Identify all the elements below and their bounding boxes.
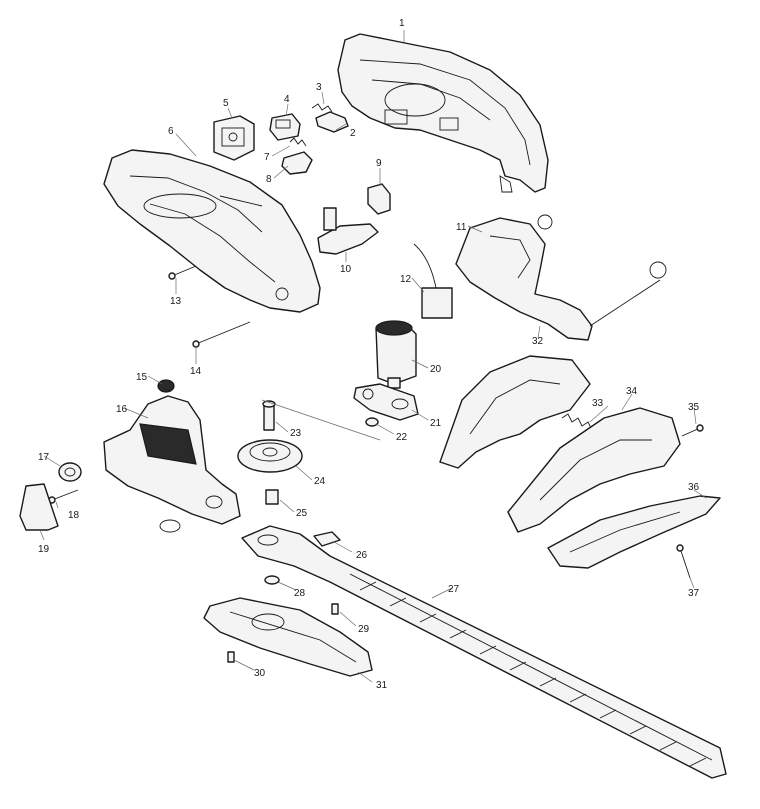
callout-10: 10 — [340, 264, 352, 275]
part-37-screw — [676, 544, 691, 579]
callout-labels: 1 2 3 4 5 6 7 8 9 10 11 12 13 14 15 16 1… — [38, 18, 700, 691]
callout-37: 37 — [688, 588, 700, 599]
callout-15: 15 — [136, 372, 148, 383]
part-33-spring — [561, 413, 593, 431]
callout-29: 29 — [358, 624, 370, 635]
part-7-spring — [289, 137, 307, 147]
part-18-screw — [48, 489, 79, 504]
part-20-motor — [375, 320, 417, 389]
callout-27: 27 — [448, 584, 460, 595]
part-32-side-cover — [589, 279, 661, 327]
part-31-bottom-cover — [203, 597, 373, 677]
part-13-screw — [168, 265, 197, 280]
callout-11: 11 — [456, 222, 467, 233]
callout-26: 26 — [356, 550, 368, 561]
callout-4: 4 — [284, 94, 290, 105]
callout-12: 12 — [400, 274, 412, 285]
callout-8: 8 — [266, 174, 272, 185]
callout-18: 18 — [68, 510, 80, 521]
part-21-motor-bracket — [353, 383, 419, 421]
part-19-cover-plate — [19, 483, 59, 531]
part-14-long-screw — [192, 321, 251, 348]
part-2-switch-rod — [315, 111, 349, 133]
callout-30: 30 — [254, 668, 266, 679]
callout-28: 28 — [294, 588, 306, 599]
callout-13: 13 — [170, 296, 182, 307]
part-3-spring — [311, 103, 333, 113]
callout-25: 25 — [296, 508, 308, 519]
part-27-blade — [241, 525, 727, 779]
callout-14: 14 — [190, 366, 202, 377]
part-23-shaft — [262, 400, 276, 431]
callout-31: 31 — [376, 680, 388, 691]
callout-1: 1 — [399, 18, 405, 29]
part-9-switch — [367, 183, 391, 215]
callout-5: 5 — [223, 98, 229, 109]
part-22-washer — [365, 417, 379, 427]
callout-32: 32 — [532, 336, 544, 347]
part-25-bushing — [265, 489, 279, 505]
callout-2: 2 — [350, 128, 356, 139]
part-8-lock-button — [281, 151, 313, 175]
part-29-screw — [331, 603, 339, 615]
part-12-brush-holder — [413, 243, 453, 319]
part-17-knob — [58, 462, 82, 482]
callout-3: 3 — [316, 82, 322, 93]
part-5-controller — [213, 115, 255, 161]
leader-lines — [39, 30, 707, 683]
part-4-switch — [269, 113, 301, 141]
part-6-left-housing — [103, 149, 321, 313]
callout-24: 24 — [314, 476, 326, 487]
part-24-gear — [237, 439, 303, 473]
callout-20: 20 — [430, 364, 442, 375]
callout-36: 36 — [688, 482, 700, 493]
callout-7: 7 — [264, 152, 270, 163]
callout-35: 35 — [688, 402, 700, 413]
callout-21: 21 — [430, 418, 442, 429]
part-26-block — [313, 531, 341, 547]
part-10-lever — [317, 207, 379, 255]
callout-9: 9 — [376, 158, 382, 169]
part-28-washer — [264, 575, 280, 585]
callout-22: 22 — [396, 432, 408, 443]
part-16-gear-case — [103, 395, 241, 533]
callout-23: 23 — [290, 428, 302, 439]
part-1-upper-housing — [337, 33, 549, 193]
callout-34: 34 — [626, 386, 638, 397]
part-35-screw — [681, 424, 704, 437]
part-15-cap — [157, 379, 175, 393]
part-36-handle-cover — [547, 495, 721, 569]
callout-33: 33 — [592, 398, 604, 409]
callout-16: 16 — [116, 404, 128, 415]
callout-19: 19 — [38, 544, 50, 555]
part-30-screw — [227, 651, 235, 663]
part-11-gear-housing — [455, 214, 667, 341]
callout-17: 17 — [38, 452, 50, 463]
part-34-front-handle — [439, 355, 681, 533]
callout-6: 6 — [168, 126, 174, 137]
